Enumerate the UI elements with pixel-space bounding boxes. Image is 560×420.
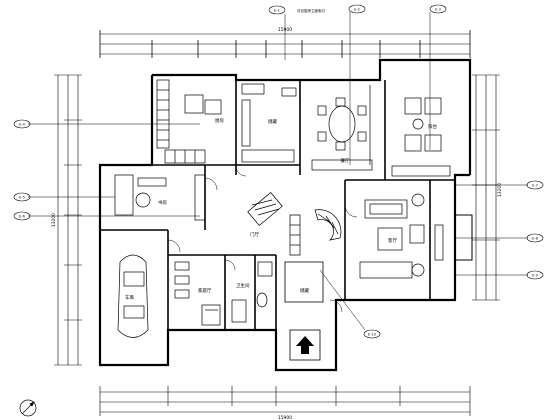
garage-car xyxy=(117,254,149,338)
callout-left-b: E-5 xyxy=(13,192,115,202)
top-note-text: 详见厨房立面索引 xyxy=(297,8,325,13)
callout-bottom-a: E-10 xyxy=(319,269,381,339)
dining-table-set xyxy=(311,85,373,171)
left-total-dimension: 13200 xyxy=(51,213,57,227)
bay-window xyxy=(455,214,473,261)
garage-label: 车库 xyxy=(125,294,134,301)
dining-label: 餐厅 xyxy=(341,157,350,164)
callout-top-b: E-2 xyxy=(348,4,366,165)
study-furniture xyxy=(114,174,206,221)
kitchen-furniture xyxy=(156,79,297,164)
right-dimension-chain xyxy=(472,74,500,301)
callout-right-c: E-9 xyxy=(455,270,544,280)
hall-label: 门厅 xyxy=(250,231,259,238)
callout-right-b: E-8 xyxy=(455,233,544,243)
veranda-label: 阳台 xyxy=(428,123,437,130)
entrance-arrow-icon xyxy=(296,336,314,354)
staircase xyxy=(247,191,342,256)
entrance-porch xyxy=(284,261,324,361)
bottom-dimension-chain xyxy=(99,386,471,416)
interior-walls xyxy=(100,80,455,330)
family-label: 家庭厅 xyxy=(198,287,212,294)
callout-top-a: E-1 xyxy=(268,5,286,60)
exterior-walls xyxy=(98,58,472,372)
study-label: 书房 xyxy=(158,199,167,206)
callout-left-c-text: E-6 xyxy=(19,215,25,219)
callout-right-c-text: E-9 xyxy=(532,274,538,278)
callout-right-a: E-7 xyxy=(455,180,544,190)
callout-left-c: E-6 xyxy=(13,211,200,221)
bath-label: 卫生间 xyxy=(236,282,250,289)
callout-left-a: E-4 xyxy=(13,119,200,129)
left-dimension-chain xyxy=(54,74,82,366)
callout-left-b-text: E-5 xyxy=(19,196,25,200)
callout-right-a-text: E-7 xyxy=(532,184,538,188)
bottom-total-dimension: 15900 xyxy=(278,415,292,420)
north-compass-icon xyxy=(19,399,37,417)
kitchen-two-label: 储藏 xyxy=(268,118,277,125)
utility-fixtures xyxy=(174,261,273,326)
door-swings xyxy=(167,165,358,313)
callout-bottom-a-text: E-10 xyxy=(368,333,376,337)
kitchen-label: 厨房 xyxy=(215,117,224,124)
living-room-sofa-set xyxy=(359,193,444,279)
callout-right-b-text: E-8 xyxy=(532,237,538,241)
veranda-furniture xyxy=(391,97,451,177)
living-label: 客厅 xyxy=(388,237,397,244)
callout-top-a-text: E-1 xyxy=(274,9,280,13)
callout-top-c-text: E-3 xyxy=(435,8,441,12)
callout-top-c: E-3 xyxy=(429,4,447,150)
right-total-dimension: 13200 xyxy=(497,183,503,197)
callout-left-a-text: E-4 xyxy=(19,123,25,127)
callout-top-b-text: E-2 xyxy=(354,8,360,12)
storage-label: 储藏 xyxy=(300,287,309,294)
